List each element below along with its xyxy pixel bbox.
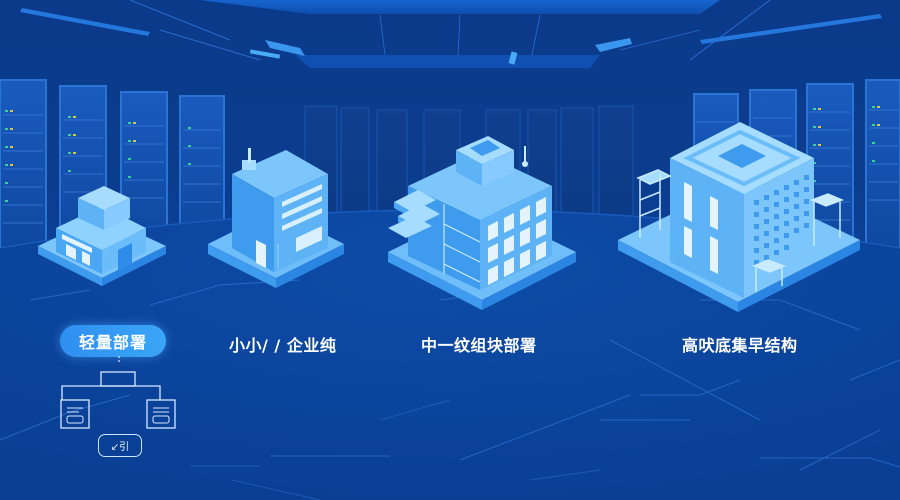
tier-small-enterprise-label[interactable]: 小小/ / 企业纯: [229, 336, 337, 355]
node-right-icon: [146, 399, 176, 429]
datacenter-building-icon[interactable]: [614, 108, 864, 314]
tier-high-availability-label[interactable]: 高吠底集早结构: [682, 336, 798, 355]
office-building-icon[interactable]: [204, 144, 348, 294]
diagram-tag-button[interactable]: ↙引: [98, 434, 142, 457]
tier-medium-label[interactable]: 中一纹组块部署: [421, 336, 537, 355]
small-building-icon[interactable]: [32, 178, 172, 290]
topology-diagram: [60, 356, 176, 429]
complex-building-icon[interactable]: [384, 124, 580, 312]
diagram-tag-label: ↙引: [110, 442, 130, 453]
node-left-icon: [60, 399, 90, 429]
tier-label: 轻量部署: [78, 333, 147, 352]
tier-lightweight-button[interactable]: 轻量部署: [60, 325, 166, 357]
